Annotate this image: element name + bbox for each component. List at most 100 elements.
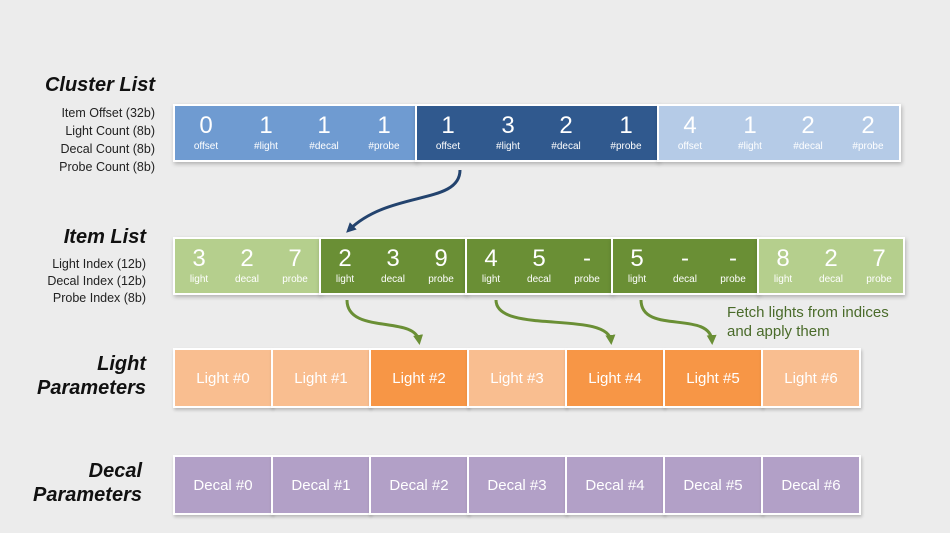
cluster-cell: 1#decal — [295, 106, 353, 160]
item-cell: 3 light — [175, 239, 223, 293]
item-cell: - probe — [709, 239, 757, 293]
item-entry: 4 light 5 decal -probe — [465, 237, 613, 295]
light-cell: Light #6 — [761, 348, 861, 408]
item-cell-value: 4 — [484, 245, 498, 272]
decal-parameters-title-line2: Parameters — [33, 484, 142, 506]
cluster-cell-label: #decal — [551, 141, 581, 152]
cluster-cell-value: 4 — [683, 112, 697, 139]
item-cell-value: 7 — [288, 245, 302, 272]
item-cell-value: 2 — [338, 245, 352, 272]
cluster-cell-value: 2 — [801, 112, 815, 139]
item-cell-label: decal — [819, 274, 843, 285]
item-cell-value: 9 — [434, 245, 448, 272]
light-cell: Light #4 — [565, 348, 665, 408]
cluster-cell-label: #probe — [368, 141, 400, 152]
item-cell-label: light — [189, 274, 209, 285]
cluster-cell-value: 1 — [743, 112, 757, 139]
annotation-line: Fetch lights from indices — [727, 304, 889, 321]
cluster-to-item-arrow — [346, 169, 462, 233]
item-cell-value: 2 — [240, 245, 254, 272]
cluster-cell: 1 #probe — [595, 106, 657, 160]
decal-cell: Decal #3 — [467, 455, 567, 515]
cluster-cell-label: #probe — [610, 141, 642, 152]
item-cell-label: probe — [866, 274, 892, 285]
light-cell: Light #0 — [173, 348, 273, 408]
cluster-cell-value: 0 — [199, 112, 213, 139]
cluster-cell: 2#decal — [537, 106, 595, 160]
item-cell: 5 light — [613, 239, 661, 293]
item-entry: 5 light -decal- probe — [611, 237, 759, 295]
item-cell-label: light — [773, 274, 793, 285]
item-cell-value: - — [729, 245, 737, 272]
item-cell-label: probe — [574, 274, 600, 285]
item-cell-value: 3 — [192, 245, 206, 272]
item-cell: 8 light — [759, 239, 807, 293]
decal-parameters-title: Decal Parameters — [20, 459, 142, 507]
cluster-cell-label: offset — [435, 141, 461, 152]
light-parameters-title: Light Parameters — [20, 352, 146, 400]
cluster-list-title: Cluster List — [44, 74, 155, 96]
cluster-cell: 2#probe — [837, 106, 899, 160]
cluster-cell-label: offset — [193, 141, 219, 152]
item-cell-label: decal — [381, 274, 405, 285]
decal-cell: Decal #2 — [369, 455, 469, 515]
item-cell-label: light — [481, 274, 501, 285]
item-cell-label: decal — [673, 274, 697, 285]
field-label: Probe Index (8b) — [52, 291, 146, 305]
item-cell: -decal — [661, 239, 709, 293]
cluster-cell-value: 1 — [441, 112, 455, 139]
decal-cell: Decal #1 — [271, 455, 371, 515]
item-cell-value: 2 — [824, 245, 838, 272]
cluster-cell: 1#light — [237, 106, 295, 160]
cluster-cell-label: #light — [254, 141, 278, 152]
item-cell-label: light — [335, 274, 355, 285]
light-cell: Light #1 — [271, 348, 371, 408]
cluster-cell-label: #light — [496, 141, 520, 152]
item-to-light4-arrow — [494, 299, 616, 345]
item-field-labels: Light Index (12b) Decal Index (12b) Prob… — [20, 256, 146, 307]
cluster-cell-label: #decal — [309, 141, 339, 152]
cluster-cell: 1#probe — [353, 106, 415, 160]
field-label: Probe Count (8b) — [59, 160, 155, 174]
cluster-cell: 1 offset — [417, 106, 479, 160]
cluster-cell-label: #decal — [793, 141, 823, 152]
decal-cell: Decal #6 — [761, 455, 861, 515]
item-cell-label: probe — [428, 274, 454, 285]
item-cell-label: decal — [527, 274, 551, 285]
cluster-cell-label: #light — [738, 141, 762, 152]
light-parameters-title-line2: Parameters — [37, 377, 146, 399]
item-cell-value: 8 — [776, 245, 790, 272]
item-cell: -probe — [563, 239, 611, 293]
decal-parameters-title-line1: Decal — [88, 460, 142, 482]
light-parameters-title-line1: Light — [97, 353, 146, 375]
decal-cell: Decal #0 — [173, 455, 273, 515]
item-to-light5-arrow — [639, 299, 717, 345]
cluster-cell-label: #probe — [852, 141, 884, 152]
cluster-cell-value: 1 — [619, 112, 633, 139]
item-to-light2-arrow — [345, 299, 424, 345]
item-cell-label: light — [627, 274, 647, 285]
cluster-cell: 3#light — [479, 106, 537, 160]
item-cell: 2 light — [321, 239, 369, 293]
cluster-field-labels: Item Offset (32b) Light Count (8b) Decal… — [20, 104, 155, 176]
item-cell-label: probe — [720, 274, 746, 285]
item-cell-value: 5 — [630, 245, 644, 272]
item-cell: 9 probe — [417, 239, 465, 293]
item-cell: 3 decal — [369, 239, 417, 293]
field-label: Light Index (12b) — [52, 257, 146, 271]
item-cell-value: 5 — [532, 245, 546, 272]
item-cell-value: 3 — [386, 245, 400, 272]
field-label: Item Offset (32b) — [61, 106, 155, 120]
